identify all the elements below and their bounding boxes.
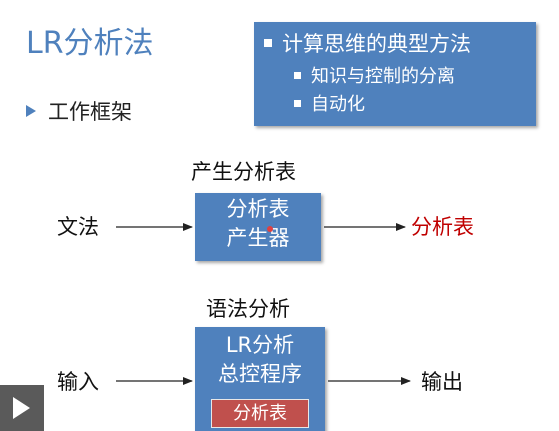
diagram1-input-label: 文法	[57, 215, 99, 239]
diagram1-generator-box: 分析表 产生器	[195, 193, 321, 261]
diagram2-inner-table-box: 分析表	[211, 399, 309, 428]
diagram1-box-line: 分析表	[226, 197, 290, 221]
square-bullet-icon	[294, 99, 301, 107]
diagram2-box-line: LR分析	[225, 333, 295, 357]
info-box-main: 计算思维的典型方法	[264, 28, 471, 58]
info-box-item-label: 自动化	[311, 94, 365, 115]
info-box-main-label: 计算思维的典型方法	[282, 32, 471, 56]
play-icon	[13, 397, 30, 419]
pointer-dot	[267, 226, 273, 232]
bullet-working-framework: 工作框架	[26, 96, 132, 126]
info-box-item: 自动化	[294, 90, 365, 116]
diagram2-box-line: 总控程序	[218, 362, 302, 386]
square-bullet-icon	[264, 39, 272, 47]
triangle-bullet-icon	[26, 105, 36, 117]
diagram2-control-box: LR分析 总控程序 分析表	[195, 327, 325, 431]
slide-title: LR分析法	[26, 26, 154, 61]
play-button[interactable]	[0, 385, 44, 431]
diagram2-top-label: 语法分析	[206, 297, 290, 321]
info-box-item-label: 知识与控制的分离	[311, 66, 455, 87]
diagram2-output-label: 输出	[421, 370, 463, 394]
bullet-label: 工作框架	[48, 100, 132, 124]
info-box: 计算思维的典型方法 知识与控制的分离 自动化	[254, 22, 536, 126]
diagram1-top-label: 产生分析表	[191, 160, 296, 184]
diagram2-input-label: 输入	[57, 370, 99, 394]
diagram1-box-line: 产生器	[226, 226, 290, 250]
info-box-item: 知识与控制的分离	[294, 62, 455, 88]
square-bullet-icon	[294, 71, 301, 79]
diagram1-output-label: 分析表	[411, 215, 474, 239]
